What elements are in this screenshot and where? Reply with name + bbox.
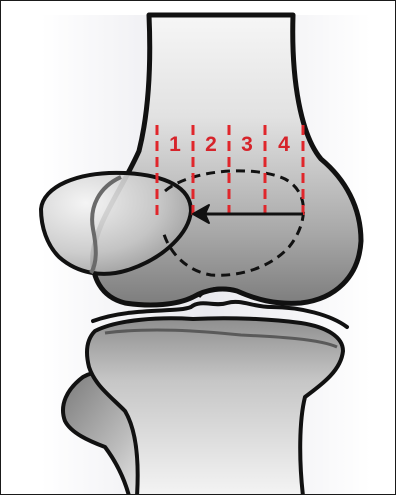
zone-label-1: 1	[169, 133, 181, 156]
zone-label-2: 2	[205, 133, 217, 156]
zone-label-4: 4	[278, 133, 290, 156]
zone-label-3: 3	[241, 133, 253, 156]
